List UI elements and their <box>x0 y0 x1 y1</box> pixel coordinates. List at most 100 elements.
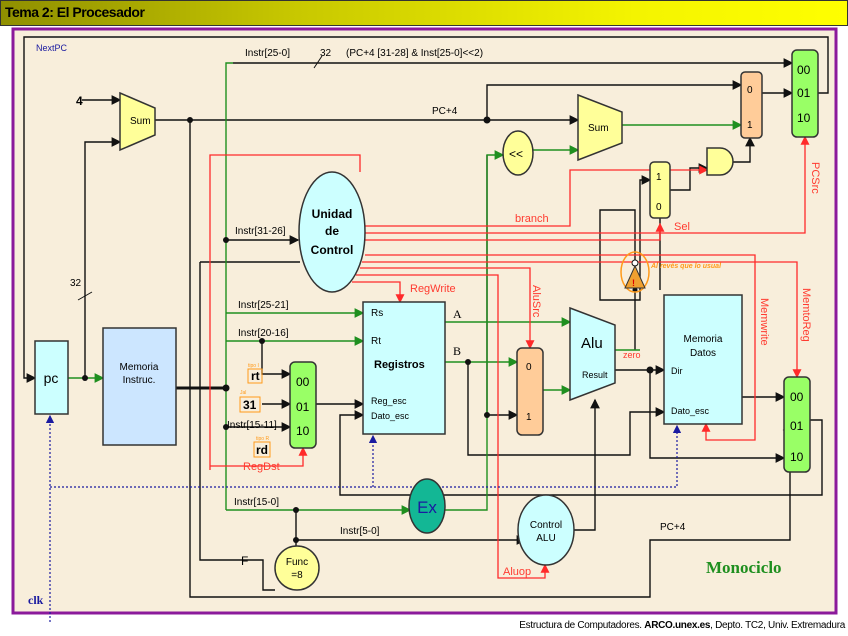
svg-text:=8: =8 <box>291 570 303 581</box>
pc4-bottom-label: PC+4 <box>660 522 686 533</box>
svg-text:1: 1 <box>747 120 753 131</box>
shift-left-unit: << <box>502 130 534 176</box>
warning-note: Al revés que lo usual <box>650 263 722 270</box>
b-label: B <box>453 344 461 358</box>
bus-width-top: 32 <box>320 48 332 59</box>
bus-slash <box>313 55 323 69</box>
const-31-label: 31 <box>243 398 257 412</box>
bus-slash-left <box>77 291 93 301</box>
svg-text:Memoria: Memoria <box>684 334 723 345</box>
aluop-label: Aluop <box>503 566 531 578</box>
control-unit: Unidad de Control <box>298 171 366 293</box>
alusrc-label: AluSrc <box>530 285 542 318</box>
sel-label: Sel <box>674 221 690 233</box>
sign-extend: Ex <box>408 478 446 534</box>
title-bar: Tema 2: El Procesador <box>0 0 848 26</box>
svg-text:00: 00 <box>797 63 811 77</box>
svg-text:Datos: Datos <box>690 348 716 359</box>
monociclo-label: Monociclo <box>706 558 782 577</box>
warning-inverter: ! <box>620 251 650 293</box>
svg-text:1: 1 <box>656 172 662 183</box>
jump-address-label: (PC+4 [31-28] & Inst[25-0]<<2) <box>346 48 483 59</box>
svg-text:Alu: Alu <box>581 335 603 352</box>
instr-25-21-label: Instr[25-21] <box>238 300 289 311</box>
branch-label: branch <box>515 213 549 225</box>
svg-text:01: 01 <box>790 419 804 433</box>
branch-adder: Sum <box>577 93 623 162</box>
func-detector: Func =8 <box>274 545 320 591</box>
svg-text:Control: Control <box>530 520 562 531</box>
pc-source-mux: 00 01 10 <box>791 49 819 138</box>
constant-4: 4 <box>76 94 83 108</box>
next-pc-label: NextPC <box>36 43 68 53</box>
rt-label: rt <box>251 369 260 383</box>
svg-text:0: 0 <box>526 362 532 373</box>
instr-5-0-label: Instr[5-0] <box>340 526 380 537</box>
svg-text:00: 00 <box>790 390 804 404</box>
branch-mux: 0 1 <box>740 71 763 139</box>
regdst-label: RegDst <box>243 461 280 473</box>
svg-text:<<: << <box>509 147 523 161</box>
warning-icon: ! <box>632 278 635 288</box>
rd-label: rd <box>256 443 268 457</box>
clock-lines <box>45 414 682 622</box>
svg-text:Registros: Registros <box>374 359 425 371</box>
memtoreg-label: MemtoReg <box>800 288 812 342</box>
footer-suffix: , Depto. TC2, Univ. Extremadura <box>710 620 846 631</box>
svg-text:Sum: Sum <box>130 116 151 127</box>
slide-title: Tema 2: El Procesador <box>5 4 145 20</box>
svg-text:00: 00 <box>296 375 310 389</box>
pc-adder: Sum <box>119 91 156 152</box>
svg-text:tipo I: tipo I <box>248 363 259 369</box>
control-wires <box>209 135 810 579</box>
junction-dots <box>82 116 654 543</box>
svg-text:10: 10 <box>797 111 811 125</box>
svg-text:Dir: Dir <box>671 366 683 376</box>
pc-register: pc <box>34 340 69 415</box>
instr-15-0-label: Instr[15-0] <box>234 497 279 508</box>
svg-text:ALU: ALU <box>536 533 555 544</box>
bus-width-left: 32 <box>70 278 82 289</box>
svg-text:Unidad: Unidad <box>312 207 353 221</box>
alu: Alu Result <box>569 306 616 402</box>
svg-text:Dato_esc: Dato_esc <box>371 411 410 421</box>
regdst-mux: 00 01 10 <box>289 361 317 449</box>
pc4-label: PC+4 <box>432 106 458 117</box>
svg-text:1: 1 <box>526 412 532 423</box>
svg-text:10: 10 <box>790 450 804 464</box>
svg-text:Ex: Ex <box>417 498 437 517</box>
alusrc-mux: 0 1 <box>516 347 544 436</box>
svg-text:01: 01 <box>797 86 811 100</box>
footer: Estructura de Computadores. ARCO.unex.es… <box>519 620 845 631</box>
svg-text:Control: Control <box>311 243 354 257</box>
footer-prefix: Estructura de Computadores. <box>519 620 642 631</box>
instr-15-11-label: Instr[15-11] <box>227 420 277 431</box>
and-gate <box>706 147 734 176</box>
svg-text:Dato_esc: Dato_esc <box>671 406 710 416</box>
svg-text:pc: pc <box>44 370 59 386</box>
svg-text:10: 10 <box>296 424 310 438</box>
zero-label: zero <box>623 350 641 360</box>
zero-select-mux: 1 0 <box>649 161 671 219</box>
svg-text:Func: Func <box>286 557 308 568</box>
memtoreg-mux: 00 01 10 <box>783 376 811 473</box>
svg-text:Rt: Rt <box>371 336 381 347</box>
svg-text:Instruc.: Instruc. <box>123 375 156 386</box>
instruction-memory: Memoria Instruc. <box>102 327 177 446</box>
svg-text:tipo R: tipo R <box>256 436 269 442</box>
memwrite-label: Memwrite <box>758 298 770 346</box>
instr-20-16-label: Instr[20-16] <box>238 328 289 339</box>
a-label: A <box>453 307 462 321</box>
svg-text:0: 0 <box>656 202 662 213</box>
pcsrc-label: PCSrc <box>809 162 821 194</box>
regwrite-label: RegWrite <box>410 283 456 295</box>
svg-text:de: de <box>325 224 339 238</box>
svg-text:Memoria: Memoria <box>120 362 159 373</box>
clk-label: clk <box>28 593 44 607</box>
svg-text:Reg_esc: Reg_esc <box>371 396 407 406</box>
instr-25-0-label: Instr[25-0] <box>245 48 290 59</box>
instr-31-26-label: Instr[31-26] <box>235 226 286 237</box>
svg-text:Sum: Sum <box>588 123 609 134</box>
alu-control: Control ALU <box>517 494 575 566</box>
